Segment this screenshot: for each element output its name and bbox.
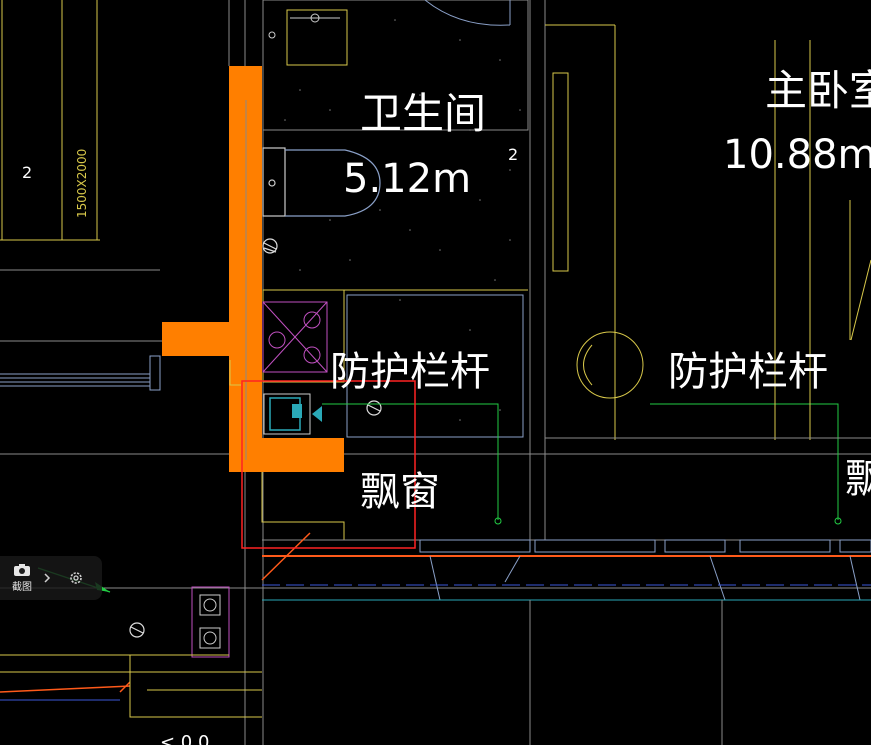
settings-button[interactable] [62,558,90,598]
left-window[interactable] [0,0,100,241]
left-number-label: 2 [22,163,32,182]
master-bedroom-area-label: 10.88m [723,132,871,178]
bay-window-label: 飘窗 [360,469,440,515]
orange-markers [0,532,311,693]
leader-lines [322,403,842,525]
center-number-label: 2 [508,145,518,164]
bathroom-partitions [262,289,528,438]
master-bedroom-name-label: 主卧室 [765,66,871,115]
toilet-fixture[interactable] [262,147,381,217]
plant-circle [576,331,644,399]
lower-left-fixtures [0,586,262,718]
railing-label-left: 防护栏杆 [330,349,490,395]
gear-icon [70,572,82,584]
bottom-partial-label: < 0 0 [160,732,209,745]
bathroom-name-label: 卫生间 [360,89,486,138]
exterior-wall [262,539,871,745]
left-sliding-window[interactable] [0,355,161,391]
bathroom-area-label: 5.12m [343,156,471,202]
chevron-right-icon [44,573,51,583]
bay-window-label-partial: 飘 [845,456,871,502]
selection-box[interactable] [241,380,416,549]
master-bedroom-lines [545,24,871,440]
screenshot-toolbar: 截图 [0,556,102,600]
screenshot-label: 截图 [12,582,32,593]
expand-button[interactable] [38,558,56,598]
screenshot-button[interactable]: 截图 [6,558,38,598]
water-heater-fixture[interactable] [263,393,322,435]
railing-label-right: 防护栏杆 [668,349,828,395]
bay-outline [229,360,345,540]
window-size-label: 1500X2000 [75,149,89,218]
camera-icon [14,564,30,576]
washbasin-fixture[interactable] [262,0,529,131]
shower-door [424,0,511,26]
floor-drain [129,238,382,638]
